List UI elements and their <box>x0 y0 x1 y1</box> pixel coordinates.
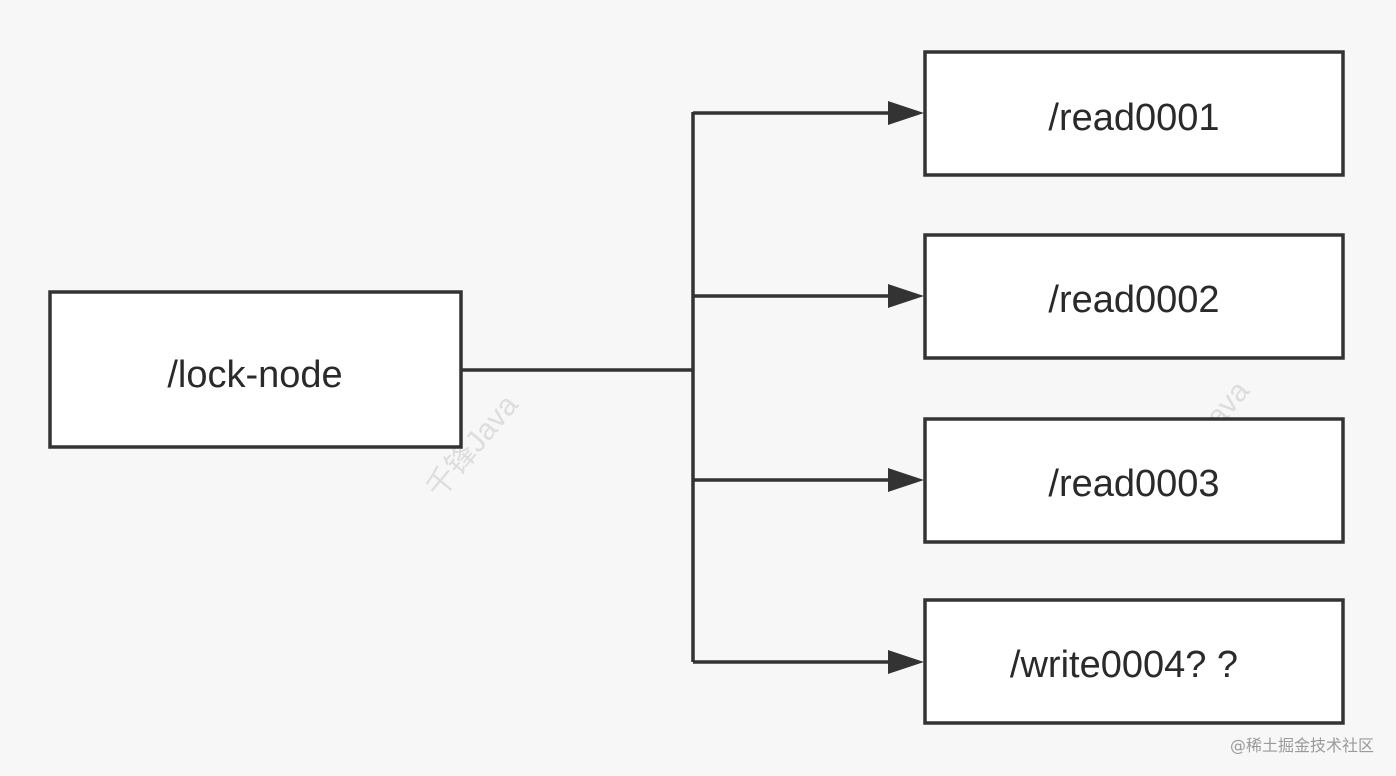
child-node-label: /write0004? ? <box>1010 644 1238 686</box>
child-node-box <box>923 233 1345 360</box>
child-node-read0002: /read0002 <box>923 233 1345 360</box>
child-node-write0004: /write0004? ? <box>923 598 1345 725</box>
child-node-read0003: /read0003 <box>923 417 1345 544</box>
arrowhead-4 <box>888 650 924 674</box>
arrowhead-1 <box>888 101 924 125</box>
child-node-box <box>923 50 1345 177</box>
child-node-box <box>923 417 1345 544</box>
connectors <box>462 101 924 674</box>
root-node-label: /lock-node <box>167 354 342 396</box>
child-node-read0001: /read0001 <box>923 50 1345 177</box>
arrowhead-3 <box>888 468 924 492</box>
arrowhead-2 <box>888 284 924 308</box>
child-node-label: /read0002 <box>1048 279 1219 321</box>
root-node: /lock-node <box>48 290 463 449</box>
source-watermark: @稀土掘金技术社区 <box>1229 736 1374 755</box>
root-node-box <box>48 290 463 449</box>
child-node-label: /read0003 <box>1048 463 1219 505</box>
child-node-label: /read0001 <box>1048 97 1219 139</box>
child-node-box <box>923 598 1345 725</box>
